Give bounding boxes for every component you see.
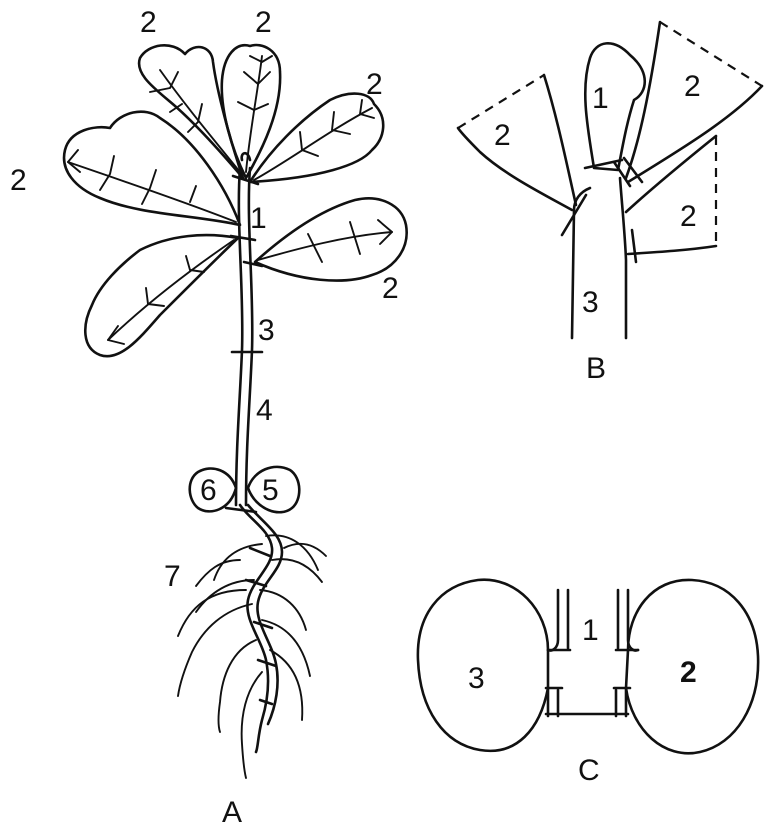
label-internode-4: 4 — [256, 394, 273, 427]
leaf-upper-right — [250, 94, 383, 182]
label-leaf-upper-right: 2 — [366, 68, 383, 101]
label-leaf-lower-right: 2 — [382, 272, 399, 305]
label-leaf-top-left: 2 — [140, 6, 157, 39]
leaf-lower-right — [255, 198, 407, 280]
label-root-7: 7 — [164, 560, 181, 593]
c-label-center-1: 1 — [582, 614, 599, 647]
leaf-top-left — [139, 45, 243, 178]
leaf-lower-left — [85, 235, 238, 356]
c-stalk — [548, 590, 558, 651]
leaf-left — [64, 112, 240, 225]
b-label-leaf-right-top: 2 — [684, 70, 701, 103]
label-leaf-left: 2 — [10, 164, 27, 197]
panel-c: 3 1 2 C — [418, 580, 758, 787]
panel-a: 2 2 2 2 2 1 3 4 6 5 7 A — [10, 6, 407, 828]
caption-a: A — [222, 796, 242, 828]
panel-b: 2 1 2 2 3 B — [458, 22, 762, 385]
b-label-leaf-left: 2 — [494, 119, 511, 152]
c-label-left-3: 3 — [468, 662, 485, 695]
label-node-1: 1 — [250, 202, 267, 235]
leaf-top-center — [222, 45, 280, 178]
label-leaf-top-center: 2 — [255, 6, 272, 39]
caption-b: B — [586, 352, 606, 385]
label-cotyledon-6: 6 — [200, 474, 217, 507]
c-label-right-2: 2 — [680, 656, 697, 689]
b-label-leaf-right-lower: 2 — [680, 200, 697, 233]
b-label-center-1: 1 — [592, 82, 609, 115]
b-label-stem-3: 3 — [582, 286, 599, 319]
label-cotyledon-5: 5 — [262, 474, 279, 507]
label-internode-3: 3 — [258, 314, 275, 347]
caption-c: C — [578, 754, 600, 787]
b-leaf-left — [458, 128, 572, 210]
root-system — [178, 505, 326, 778]
b-leaf-right-top — [626, 22, 660, 178]
